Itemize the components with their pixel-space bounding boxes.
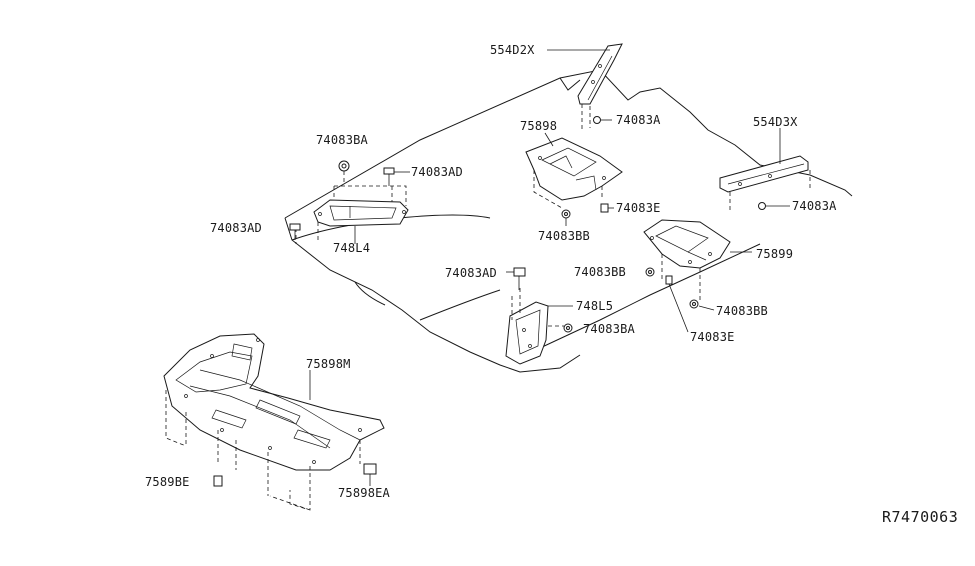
bolt-74083ad-left[interactable] [289,223,301,240]
label-74083ad-upper: 74083AD [411,165,463,179]
label-748l4: 748L4 [333,241,370,255]
label-74083bb-right-upper: 74083BB [574,265,626,279]
clip-74083bb-center[interactable] [561,209,571,219]
cover-748l4[interactable] [313,199,409,227]
label-75898ea: 75898EA [338,486,391,500]
cover-748l5[interactable] [505,301,549,365]
label-74083ad-center: 74083AD [445,266,497,280]
clip-74083ba-left[interactable] [338,160,350,172]
label-75898: 75898 [520,119,557,133]
label-7589be: 7589BE [145,475,190,489]
clip-74083a-top[interactable] [593,116,601,124]
clip-74083ba-center[interactable] [563,323,573,333]
label-74083ba-left: 74083BA [316,133,369,147]
label-74083ad-left: 74083AD [210,221,262,235]
cover-75899[interactable] [643,219,731,269]
bracket-554d3x[interactable] [719,155,809,193]
diagram-reference-code: R7470063 [882,508,958,526]
label-554d3x: 554D3X [753,115,798,129]
label-74083e-right: 74083E [690,330,735,344]
bolt-74083ad-center[interactable] [513,267,526,290]
clip-74083e-right[interactable] [665,275,673,285]
bolt-74083ad-upper[interactable] [383,167,395,186]
label-74083bb-right-lower: 74083BB [716,304,768,318]
nut-75898ea[interactable] [363,463,377,486]
label-75898m: 75898M [306,357,351,371]
label-74083a-right: 74083A [792,199,837,213]
clip-74083bb-right-lower[interactable] [689,299,699,309]
label-74083bb-center: 74083BB [538,229,590,243]
label-74083e-center: 74083E [616,201,661,215]
bracket-554d2x[interactable] [577,43,623,105]
cover-75898[interactable] [525,137,623,201]
clip-74083bb-right-upper[interactable] [645,267,655,277]
clip-74083e-center[interactable] [600,203,609,213]
label-74083a-top: 74083A [616,113,661,127]
clip-74083a-right[interactable] [758,202,766,210]
label-748l5: 748L5 [576,299,613,313]
screw-7589be[interactable] [213,475,223,487]
label-554d2x: 554D2X [490,43,535,57]
label-74083ba-center: 74083BA [583,322,636,336]
label-75899: 75899 [756,247,793,261]
undercover-75898m[interactable] [163,333,385,471]
